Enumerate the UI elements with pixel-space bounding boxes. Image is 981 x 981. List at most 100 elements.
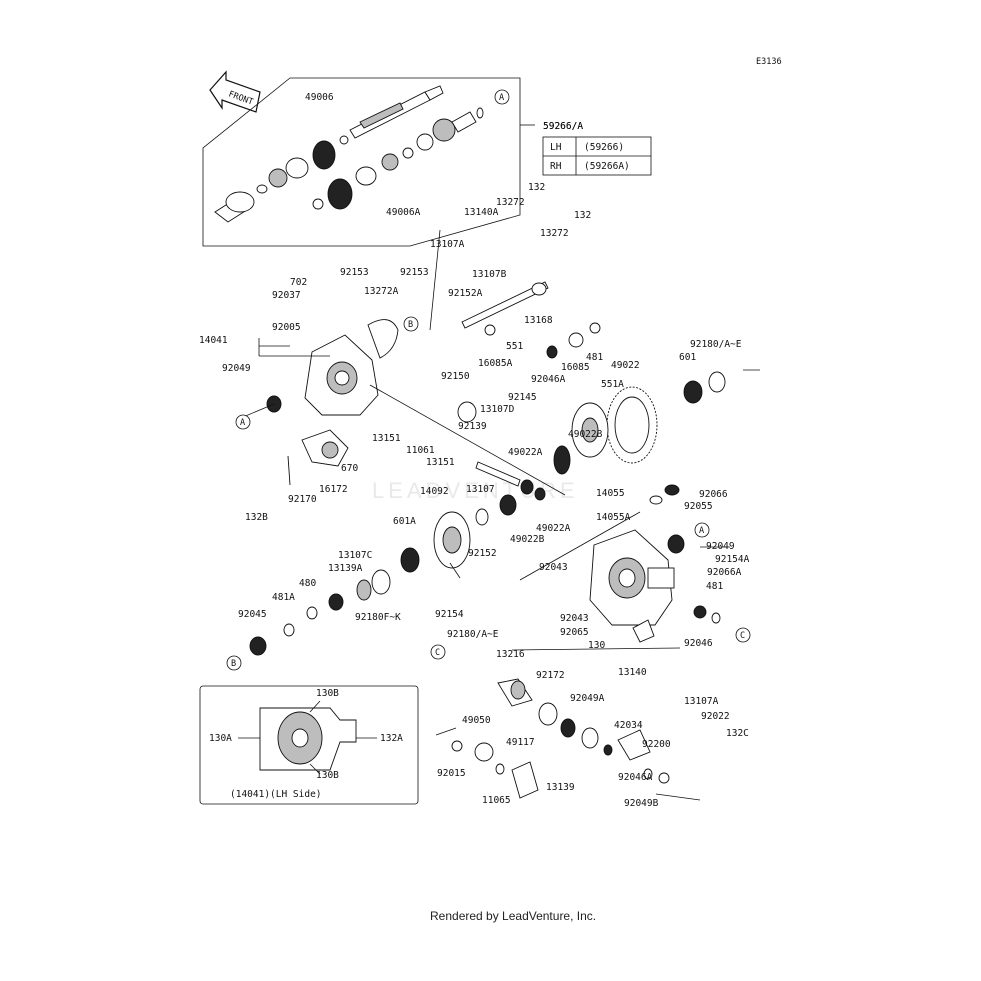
bearing-601a-part xyxy=(400,547,420,573)
shift-fork-part xyxy=(484,324,496,336)
axle-shaft-part xyxy=(349,85,444,139)
svg-text:B: B xyxy=(231,659,236,669)
callout-b-left: B xyxy=(226,655,242,671)
part-number-label: 92180F~K xyxy=(355,612,401,623)
gear-49022b-part xyxy=(499,494,517,516)
nut-92049b-part xyxy=(658,772,670,784)
part-number-label: 481A xyxy=(272,592,295,603)
svg-text:A: A xyxy=(240,418,245,428)
bolt-92170-part xyxy=(287,455,291,486)
part-number-label: 13168 xyxy=(524,315,553,326)
part-number-label: 92046A xyxy=(531,374,566,385)
shaft-13107-part xyxy=(475,461,521,487)
part-number-label: 92055 xyxy=(684,501,713,512)
axle-shaft-group-frame xyxy=(202,77,521,247)
ring-92046a-lower-part xyxy=(603,744,613,756)
seal-92049-part xyxy=(667,534,685,554)
part-number-label: 92139 xyxy=(458,421,487,432)
oring-92055-part xyxy=(649,495,663,505)
part-number-label: 480 xyxy=(299,578,316,589)
part-number-label: 130B xyxy=(316,770,339,781)
ring-11065-part xyxy=(495,763,505,775)
ring-481-part xyxy=(589,322,601,334)
ring-481a-part xyxy=(283,623,295,637)
part-number-label: 13151 xyxy=(426,457,455,468)
part-number-label: 42034 xyxy=(614,720,643,731)
part-number-label: 92180/A~E xyxy=(447,629,499,640)
part-number-label: 92049A xyxy=(570,693,605,704)
part-number-label: 16172 xyxy=(319,484,348,495)
callout-a-left: A xyxy=(235,414,251,430)
svg-text:C: C xyxy=(740,631,745,641)
collar-16085-part xyxy=(568,332,584,348)
part-number-label: 130 xyxy=(588,640,605,651)
legend-row-rh-part: (59266A) xyxy=(584,161,630,172)
ring-gear-part xyxy=(606,386,658,464)
part-number-label: 92153 xyxy=(340,267,369,278)
legend-table: 59266/A LH (59266) RH (59266A) xyxy=(542,121,652,176)
part-number-label: 59266/A xyxy=(543,121,583,132)
oring-part xyxy=(708,371,726,393)
part-number-label: 92152A xyxy=(448,288,483,299)
ring-92046a-part xyxy=(546,345,558,359)
actuator-part xyxy=(301,429,349,467)
part-number-label: 92049 xyxy=(222,363,251,374)
footer-credit: Rendered by LeadVenture, Inc. xyxy=(430,909,596,923)
part-number-label: 92065 xyxy=(560,627,589,638)
part-number-label: 13107 xyxy=(466,484,495,495)
carrier-cover-part xyxy=(433,511,471,569)
cv-boot-upper-part xyxy=(285,135,349,179)
part-number-label: 92152 xyxy=(468,548,497,559)
seal-92046-part xyxy=(693,605,707,619)
part-number-label: 13151 xyxy=(372,433,401,444)
part-number-label: 92022 xyxy=(701,711,730,722)
part-number-label: 92015 xyxy=(437,768,466,779)
differential-housing-right-part xyxy=(589,529,675,626)
gear-49022a-part xyxy=(520,479,534,495)
ring-480-part xyxy=(306,606,318,620)
part-number-label: 130A xyxy=(209,733,232,744)
part-number-label: 49022 xyxy=(611,360,640,371)
part-number-label: 92037 xyxy=(272,290,301,301)
part-number-label: 49022B xyxy=(568,429,603,440)
part-number-label: 49050 xyxy=(462,715,491,726)
legend-row-lh-side: LH xyxy=(550,142,562,153)
cv-boot-lower-part xyxy=(312,147,414,210)
gear-49022a-lower-part xyxy=(534,487,546,501)
gasket-part xyxy=(367,319,399,359)
part-number-label: 13107B xyxy=(472,269,507,280)
part-number-label: 92180/A~E xyxy=(690,339,742,350)
part-number-label: 14092 xyxy=(420,486,449,497)
spring-13107c-part xyxy=(356,579,372,601)
yoke-49117-part xyxy=(511,761,539,799)
part-number-label: 92200 xyxy=(642,739,671,750)
washer-92152-part xyxy=(475,508,489,526)
lh-side-inset: (14041)(LH Side) xyxy=(199,685,419,805)
bearing-601-part xyxy=(683,380,703,404)
washer-92200-part xyxy=(643,768,653,780)
svg-text:B: B xyxy=(408,320,413,330)
ring-92066-part xyxy=(664,484,680,496)
part-number-label: 49022A xyxy=(536,523,571,534)
part-number-label: 92005 xyxy=(272,322,301,333)
shift-fork-13168-part xyxy=(531,282,547,296)
part-number-label: 132C xyxy=(726,728,749,739)
part-number-label: 92153 xyxy=(400,267,429,278)
part-number-label: 481 xyxy=(586,352,603,363)
part-number-label: 601A xyxy=(393,516,416,527)
part-number-label: 92045 xyxy=(238,609,267,620)
callout-c-right: C xyxy=(735,627,751,643)
part-number-label: 132B xyxy=(245,512,268,523)
part-number-label: 16085A xyxy=(478,358,513,369)
sleeve-13107d-part xyxy=(457,401,477,423)
seal-92049a-part xyxy=(581,727,599,749)
ring-92015-part xyxy=(451,740,463,752)
part-number-label: 13272 xyxy=(540,228,569,239)
part-number-label: 92046A xyxy=(618,772,653,783)
part-number-label: 601 xyxy=(679,352,696,363)
ring-92172-part xyxy=(538,702,558,726)
part-number-label: 551A xyxy=(601,379,624,390)
part-number-label: 16085 xyxy=(561,362,590,373)
